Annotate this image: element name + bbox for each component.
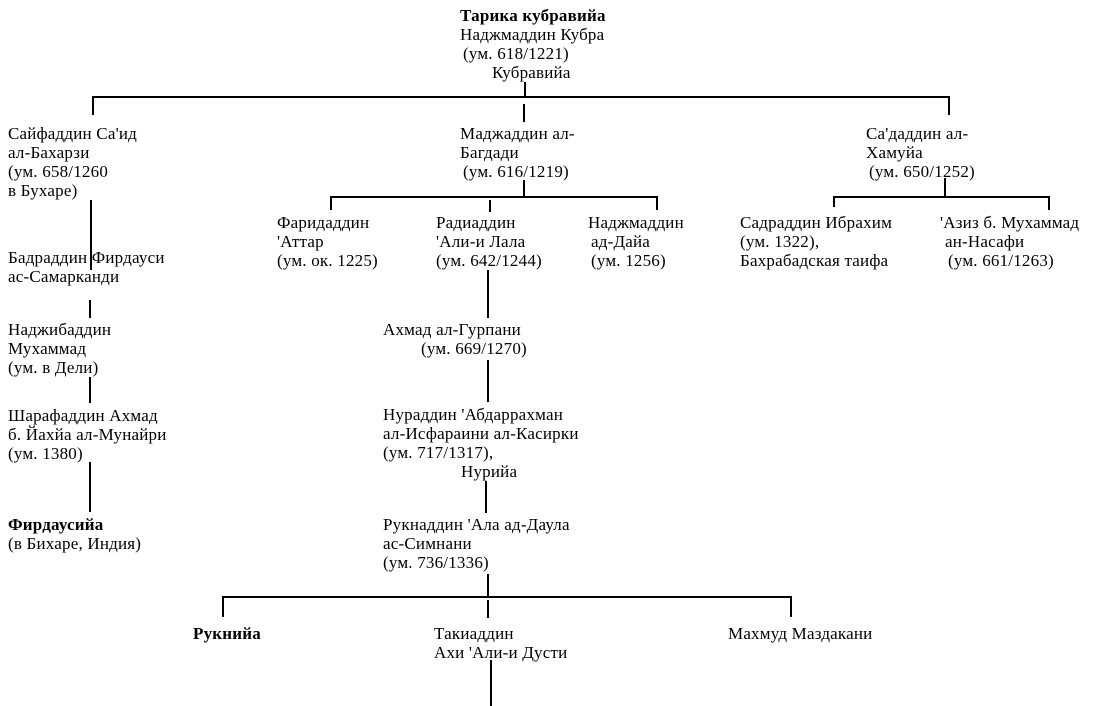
connector <box>833 196 835 207</box>
node-line: Наджмаддин <box>588 213 684 232</box>
connector <box>487 574 489 597</box>
node-line: (ум. 658/1260 <box>8 162 109 181</box>
node-najmaddin-daya: Наджмаддин ад-Дайа (ум. 1256) <box>588 213 684 270</box>
node-line: Махмуд Маздакани <box>728 624 873 643</box>
node-sadaddin: Са'даддин ал- Хамуйа (ум. 650/1252) <box>866 124 975 181</box>
node-line: (ум. 1322), <box>740 232 820 251</box>
connector <box>490 660 492 706</box>
node-line: ад-Дайа <box>591 232 651 251</box>
node-line: Садраддин Ибрахим <box>740 213 893 232</box>
node-line: (ум. ок. 1225) <box>277 251 378 270</box>
node-line: Наджибаддин <box>8 320 112 339</box>
connector <box>92 96 949 98</box>
node-radiaddin: Радиаддин 'Али-и Лала (ум. 642/1244) <box>436 213 542 270</box>
node-badraddin: Бадраддин Фирдауси ас-Самарканди <box>8 248 165 286</box>
tariqa-title: Тарика кубравийа <box>460 6 606 25</box>
node-line: Такиаддин <box>434 624 514 643</box>
node-line: Хамуйа <box>866 143 923 162</box>
connector <box>523 180 525 197</box>
node-sayfaddin: Сайфаддин Са'ид ал-Бахарзи (ум. 658/1260… <box>8 124 137 200</box>
node-line: Рукнийа <box>193 624 261 643</box>
connector <box>89 377 91 403</box>
root-date: (ум. 618/1221) <box>463 44 569 63</box>
node-line: 'Али-и Лала <box>436 232 526 251</box>
node-line: Ахи 'Али-и Дусти <box>434 643 568 662</box>
node-nuraddin: Нураддин 'Абдаррахман ал-Исфараини ал-Ка… <box>383 405 579 481</box>
connector <box>330 196 332 210</box>
node-najibaddin: Наджибаддин Мухаммад (ум. в Дели) <box>8 320 111 377</box>
node-majdaddin: Маджаддин ал- Багдади (ум. 616/1219) <box>460 124 575 181</box>
node-line: (ум. 669/1270) <box>421 339 527 358</box>
node-line: Шарафаддин Ахмад <box>8 406 158 425</box>
root-node: Тарика кубравийа Наджмаддин Кубра (ум. 6… <box>460 6 606 82</box>
connector <box>487 360 489 402</box>
node-faridaddin: Фаридаддин 'Аттар (ум. ок. 1225) <box>277 213 378 270</box>
node-line: ан-Насафи <box>945 232 1025 251</box>
node-line: б. Йахйа ал-Мунайри <box>8 425 167 444</box>
connector <box>790 596 792 617</box>
node-line: (ум. 736/1336) <box>383 553 489 572</box>
node-line: в Бухаре) <box>8 181 78 200</box>
connector <box>92 96 94 115</box>
node-line: ас-Самарканди <box>8 267 120 286</box>
node-line: 'Азиз б. Мухаммад <box>940 213 1080 232</box>
node-aziz: 'Азиз б. Мухаммад ан-Насафи (ум. 661/126… <box>940 213 1079 270</box>
node-line: Радиаддин <box>436 213 516 232</box>
connector <box>89 462 91 512</box>
node-ruknaddin: Рукнаддин 'Ала ад-Даула ас-Симнани (ум. … <box>383 515 570 572</box>
node-line: Сайфаддин Са'ид <box>8 124 137 143</box>
connector <box>222 596 224 617</box>
connector <box>944 178 946 197</box>
node-line: Нураддин 'Абдаррахман <box>383 405 563 424</box>
connector <box>489 200 491 212</box>
node-line: (ум. 642/1244) <box>436 251 542 270</box>
node-line: (ум. 1256) <box>591 251 666 270</box>
node-line: Фаридаддин <box>277 213 370 232</box>
connector <box>523 104 525 122</box>
node-line: (ум. 661/1263) <box>948 251 1054 270</box>
node-line: Бахрабадская таифа <box>740 251 889 270</box>
connector <box>330 196 656 198</box>
node-line: Мухаммад <box>8 339 87 358</box>
node-firdausiya: Фирдаусийа (в Бихаре, Индия) <box>8 515 141 553</box>
node-line: (ум. 717/1317), <box>383 443 494 462</box>
connector <box>1048 196 1050 210</box>
connector <box>222 596 791 598</box>
node-line: Бадраддин Фирдауси <box>8 248 165 267</box>
node-line: Нурийа <box>461 462 518 481</box>
connector <box>89 300 91 318</box>
node-line: (ум. 1380) <box>8 444 83 463</box>
node-line: (ум. 650/1252) <box>869 162 975 181</box>
node-line: ал-Бахарзи <box>8 143 90 162</box>
node-line: Ахмад ал-Гурпани <box>383 320 521 339</box>
node-sadraddin: Садраддин Ибрахим (ум. 1322), Бахрабадск… <box>740 213 892 270</box>
node-line: ал-Исфараини ал-Касирки <box>383 424 579 443</box>
root-branch: Кубравийа <box>492 63 571 82</box>
node-sharafaddin: Шарафаддин Ахмад б. Йахйа ал-Мунайри (ум… <box>8 406 167 463</box>
node-mahmud: Махмуд Маздакани <box>728 624 872 643</box>
node-line: ас-Симнани <box>383 534 472 553</box>
connector <box>524 82 526 98</box>
connector <box>487 270 489 318</box>
connector <box>90 200 92 270</box>
node-line: 'Аттар <box>277 232 324 251</box>
connector <box>487 600 489 618</box>
connector <box>948 96 950 115</box>
connector <box>485 481 487 513</box>
node-line: Рукнаддин 'Ала ад-Даула <box>383 515 570 534</box>
node-line: Багдади <box>460 143 519 162</box>
node-line: Маджаддин ал- <box>460 124 575 143</box>
node-line: (ум. 616/1219) <box>463 162 569 181</box>
connector <box>656 196 658 210</box>
node-line: (в Бихаре, Индия) <box>8 534 142 553</box>
node-ahmad-gurpani: Ахмад ал-Гурпани (ум. 669/1270) <box>383 320 527 358</box>
node-line: (ум. в Дели) <box>8 358 99 377</box>
node-line: Фирдаусийа <box>8 515 104 534</box>
node-line: Са'даддин ал- <box>866 124 969 143</box>
node-rukniya: Рукнийа <box>193 624 261 643</box>
connector <box>833 196 1049 198</box>
node-taqiaddin: Такиаддин Ахи 'Али-и Дусти <box>434 624 567 662</box>
root-name: Наджмаддин Кубра <box>460 25 605 44</box>
